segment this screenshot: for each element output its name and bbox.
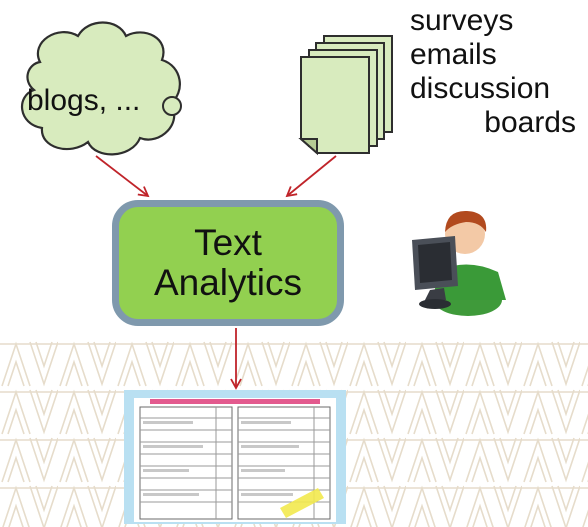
arrow-docs-to-box <box>285 155 337 198</box>
arrow-cloud-to-box <box>95 155 150 198</box>
source-item: surveys <box>410 4 514 37</box>
source-item: discussion <box>410 72 551 105</box>
box-title-line1: Text <box>194 222 262 263</box>
document-stack-icon <box>298 35 393 156</box>
box-title-line2: Analytics <box>153 262 303 303</box>
report-thumbnail <box>124 390 346 524</box>
cloud-shape <box>20 21 182 156</box>
source-list: surveys emails discussion boards <box>410 4 580 140</box>
source-item: emails <box>410 38 497 71</box>
text-analytics-box: Text Analytics <box>112 200 344 326</box>
cloud-label: blogs, ... <box>27 84 141 117</box>
source-item: boards <box>484 106 576 139</box>
user-at-computer-icon <box>412 210 506 316</box>
